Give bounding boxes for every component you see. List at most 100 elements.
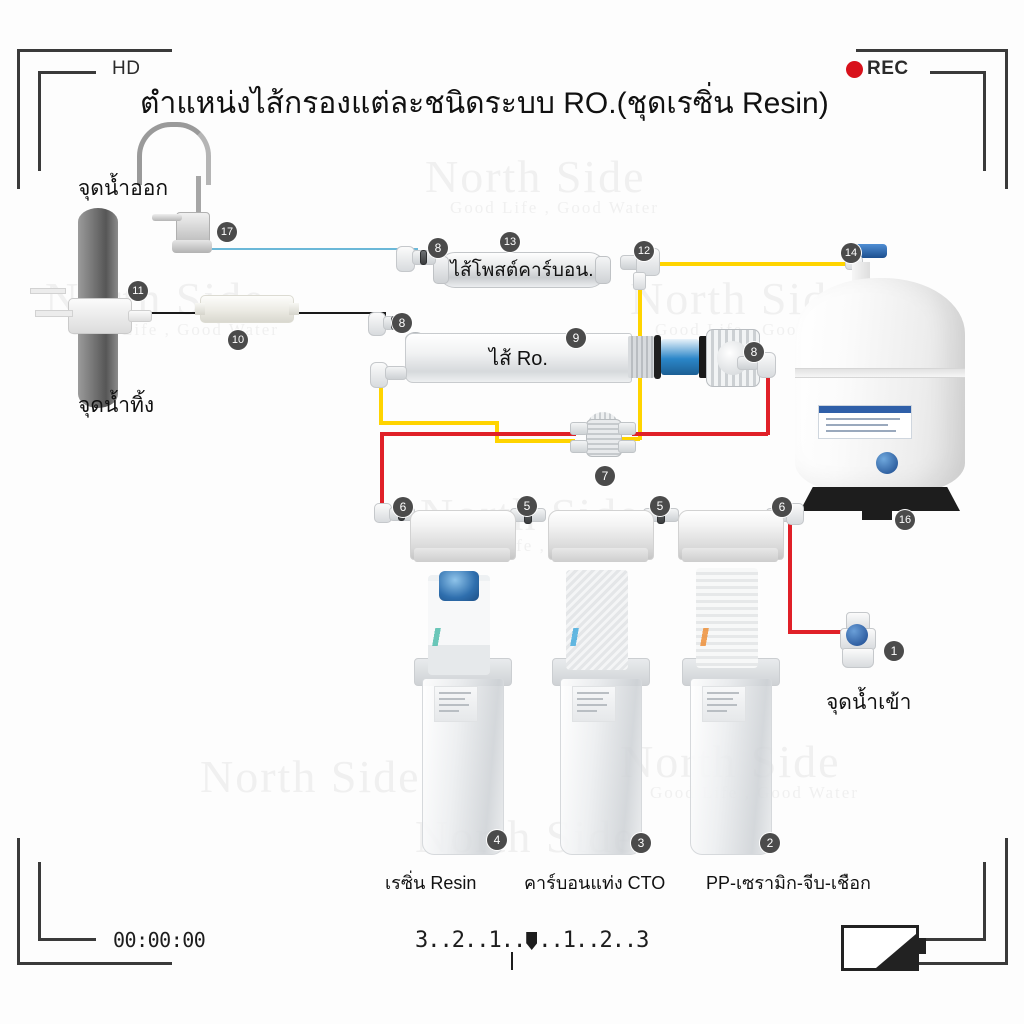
tube-red-inlet-up <box>788 512 792 632</box>
tank-ball-valve <box>853 244 887 258</box>
callout-marker-4: 4 <box>487 830 507 850</box>
flow-restrictor-port-4 <box>618 440 636 453</box>
viewfinder-frame-left-top <box>17 49 20 189</box>
viewfinder-frame-right-bottom <box>1005 838 1008 965</box>
tube-yellow-to-flow <box>614 437 640 441</box>
tube-drain-mid <box>290 312 386 314</box>
exposure-scale-left: 3..2..1.. <box>415 928 526 953</box>
watermark-top-sub: Good Life , Good Water <box>450 198 659 217</box>
callout-marker-5: 5 <box>650 496 670 516</box>
tube-yellow-top <box>648 262 858 266</box>
viewfinder-frame-inner-top-right <box>930 71 986 74</box>
tube-red-flow-left <box>380 432 576 436</box>
viewfinder-frame-left-bottom <box>17 838 20 965</box>
viewfinder-frame-bottom-left <box>17 962 172 965</box>
cartridge-resin-swoosh <box>432 628 484 646</box>
ro-membrane-housing: ไส้ Ro. <box>405 333 632 383</box>
viewfinder-frame-top-left <box>17 49 172 52</box>
elbow-fitting-8c <box>757 352 776 378</box>
battery-level-fill <box>876 934 916 968</box>
tube-red-inlet-across <box>788 630 850 634</box>
label-filter-pp: PP-เซรามิก-จีบ-เชือก <box>706 873 871 893</box>
callout-marker-8: 8 <box>392 313 412 333</box>
ro-membrane-label: ไส้ Ro. <box>489 348 548 370</box>
label-waste-water: จุดน้ำทิ้ง <box>78 394 155 417</box>
viewfinder-frame-inner-right-bottom <box>983 862 986 941</box>
faucet-base <box>172 240 212 253</box>
exposure-center-tick <box>511 952 513 970</box>
label-water-in: จุดน้ำเข้า <box>826 691 912 714</box>
viewfinder-frame-inner-top-left <box>38 71 96 74</box>
elbow-fitting-ro-left-lower-stem <box>385 366 407 380</box>
inline-filter-10 <box>195 295 299 323</box>
callout-marker-10: 10 <box>228 330 248 350</box>
watermark-top: North Side <box>425 151 646 202</box>
flow-restrictor-port-3 <box>618 422 636 435</box>
tank-label-line-2 <box>826 424 888 426</box>
hd-indicator: HD <box>112 58 141 79</box>
flow-restrictor-port-2 <box>570 440 588 453</box>
callout-marker-3: 3 <box>631 833 651 853</box>
viewfinder-frame-inner-bottom-left <box>38 938 96 941</box>
tank-foot-stem <box>862 498 892 520</box>
viewfinder-frame-bottom-right <box>856 962 1008 965</box>
faucet-arc <box>137 122 211 185</box>
tube-red-down-to-housing <box>380 432 384 504</box>
battery-icon <box>841 925 926 971</box>
exposure-scale-right: ..1..2..3 <box>538 928 649 953</box>
viewfinder-frame-inner-left-bottom <box>38 862 41 941</box>
watermark-bottom: North Side <box>200 751 421 802</box>
label-filter-resin: เรซิ่น Resin <box>385 873 477 893</box>
cartridge-pp-swoosh <box>700 628 752 646</box>
ro-membrane-black-ring <box>699 336 708 378</box>
callout-marker-8: 8 <box>428 238 448 258</box>
callout-marker-11: 11 <box>128 281 148 301</box>
tank-label-bar <box>819 406 911 413</box>
drain-saddle-outlet <box>128 310 152 322</box>
label-filter-cto: คาร์บอนแท่ง CTO <box>524 873 666 893</box>
tank-label-line-1 <box>826 418 900 420</box>
ro-membrane-oring <box>654 335 661 379</box>
ro-membrane-thread <box>628 336 654 378</box>
post-carbon-filter: ไส้โพสต์คาร์บอน. <box>433 252 611 288</box>
callout-marker-14: 14 <box>841 243 861 263</box>
ro-membrane-blue-collar <box>661 339 699 375</box>
inlet-valve-handle <box>846 624 868 646</box>
tube-drain-left <box>148 312 204 314</box>
housing-sticker-cto <box>572 686 616 722</box>
callout-marker-1: 1 <box>884 641 904 661</box>
cartridge-cto-swoosh <box>570 628 622 646</box>
rec-label: REC <box>867 58 909 79</box>
callout-marker-12: 12 <box>634 241 654 261</box>
callout-marker-7: 7 <box>595 466 615 486</box>
callout-marker-17: 17 <box>217 222 237 242</box>
housing-sticker-resin <box>434 686 478 722</box>
drain-saddle-clamp <box>68 298 132 334</box>
viewfinder-frame-right-top <box>1005 49 1008 189</box>
viewfinder-frame-inner-right <box>983 71 986 171</box>
callout-marker-8: 8 <box>744 342 764 362</box>
housing-cap-ring-cto <box>552 548 648 562</box>
inlet-valve-base <box>842 648 874 668</box>
flow-restrictor-7 <box>570 412 636 457</box>
tank-spec-label <box>818 405 912 439</box>
housing-cap-ring-resin <box>414 548 510 562</box>
label-water-out: จุดน้ำออก <box>78 177 169 200</box>
tube-yellow-ro-left-down <box>379 386 383 423</box>
housing-cap-ring-pp <box>682 548 778 562</box>
viewfinder-frame-inner-left <box>38 71 41 171</box>
drain-saddle-arm <box>35 310 73 317</box>
callout-marker-16: 16 <box>895 510 915 530</box>
viewfinder-frame-inner-bottom-right <box>908 938 986 941</box>
tank-label-line-3 <box>826 430 896 432</box>
drain-saddle-arm-top <box>30 288 66 294</box>
tank-seam-band <box>795 368 965 378</box>
housing-sticker-pp <box>702 686 746 722</box>
tube-yellow-step-across <box>495 439 575 443</box>
callout-marker-9: 9 <box>566 328 586 348</box>
faucet-stem <box>196 176 201 220</box>
recording-timer: 00:00:00 <box>113 928 206 952</box>
tube-red-flow-right <box>632 432 768 436</box>
post-carbon-cap-right <box>595 256 611 284</box>
